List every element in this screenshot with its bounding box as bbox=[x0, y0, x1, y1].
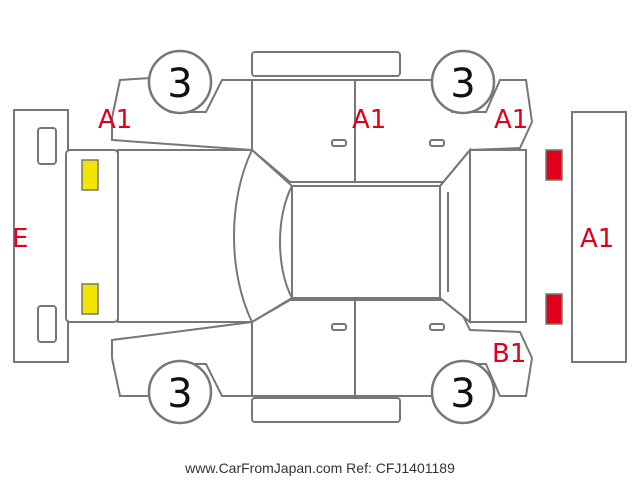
front-light-bottom bbox=[81, 283, 99, 315]
wheel-bottom-rear: 3 bbox=[430, 359, 496, 425]
footer-reference: www.CarFromJapan.com Ref: CFJ1401189 bbox=[184, 460, 455, 476]
body-top-view bbox=[65, 147, 527, 325]
rear-bumper bbox=[571, 111, 627, 363]
wheel-top-rear: 3 bbox=[430, 49, 496, 115]
rear-light-top bbox=[545, 149, 563, 181]
wheel-top-front-label: 3 bbox=[167, 61, 192, 107]
front-light-top bbox=[81, 159, 99, 191]
code-fender-front-left: A1 bbox=[98, 105, 132, 135]
code-quarter-rear-top: A1 bbox=[494, 105, 528, 135]
code-front-bumper: E bbox=[12, 224, 28, 254]
rear-light-bottom bbox=[545, 293, 563, 325]
wheel-bottom-front-label: 3 bbox=[167, 371, 192, 417]
wheel-top-rear-label: 3 bbox=[450, 61, 475, 107]
wheel-top-front: 3 bbox=[147, 49, 213, 115]
wheel-bottom-front: 3 bbox=[147, 359, 213, 425]
code-door-top: A1 bbox=[352, 105, 386, 135]
code-quarter-rear-bottom: B1 bbox=[492, 339, 526, 369]
wheel-bottom-rear-label: 3 bbox=[450, 371, 475, 417]
code-rear-bumper: A1 bbox=[580, 224, 614, 254]
front-bumper bbox=[13, 109, 69, 363]
